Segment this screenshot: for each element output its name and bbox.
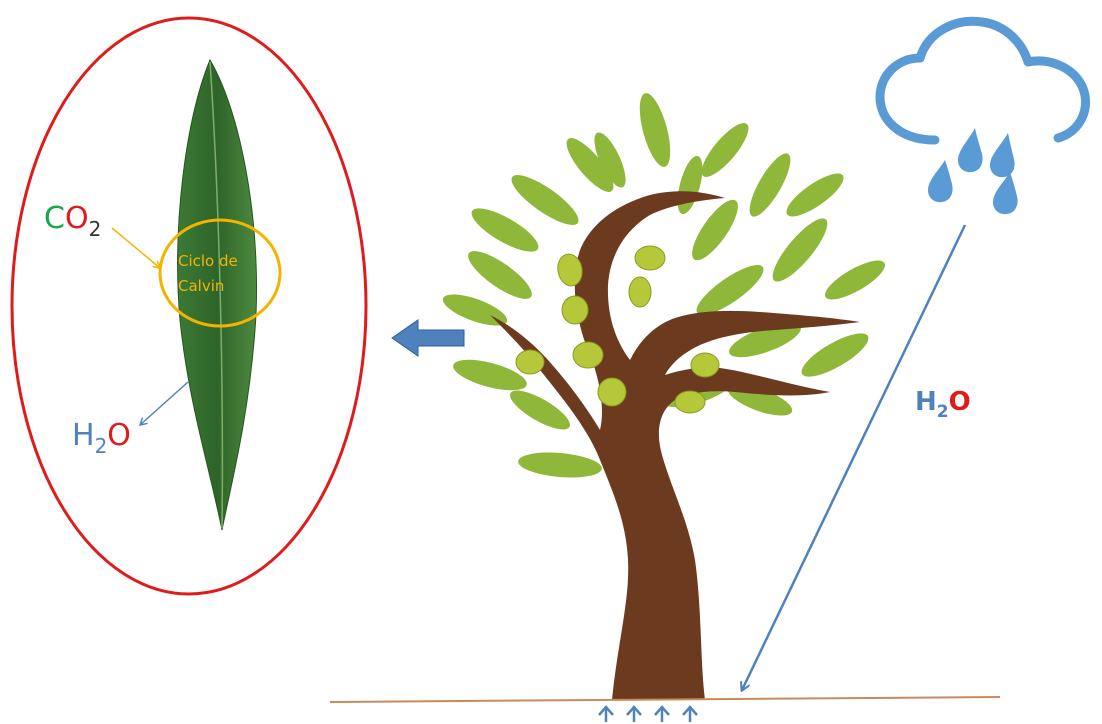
co2-arrow bbox=[112, 228, 160, 268]
olive-tree-icon bbox=[439, 90, 890, 700]
co2-subscript: 2 bbox=[89, 217, 102, 241]
up-arrow-icon bbox=[683, 707, 697, 722]
cloud-rain-icon bbox=[880, 21, 1086, 214]
h2o-out-arrow bbox=[140, 382, 188, 425]
up-arrow-icon bbox=[655, 707, 669, 722]
calvin-label-line2: Calvin bbox=[178, 277, 224, 295]
left-arrow-icon bbox=[392, 320, 464, 356]
h2o-leaf-h: H bbox=[72, 418, 95, 453]
leaf-panel: Ciclo de Calvin CO2 H2O bbox=[12, 18, 366, 594]
root-uptake-arrows bbox=[599, 707, 697, 722]
h2o-rain-label: H2O bbox=[915, 387, 971, 422]
h2o-rain-o: O bbox=[949, 387, 971, 417]
up-arrow-icon bbox=[599, 707, 613, 722]
h2o-leaf-sub: 2 bbox=[95, 434, 108, 458]
leaf-icon bbox=[178, 60, 257, 530]
h2o-rain-sub: 2 bbox=[937, 402, 949, 422]
calvin-label-line1: Ciclo de bbox=[178, 252, 238, 270]
co2-c: C bbox=[44, 201, 65, 236]
up-arrow-icon bbox=[627, 707, 641, 722]
co2-label: CO2 bbox=[44, 201, 101, 241]
h2o-rain-h: H bbox=[915, 387, 937, 417]
rain-arrow bbox=[742, 225, 965, 690]
h2o-leaf-o: O bbox=[107, 418, 131, 453]
co2-o: O bbox=[65, 201, 89, 236]
h2o-leaf-label: H2O bbox=[72, 418, 131, 458]
